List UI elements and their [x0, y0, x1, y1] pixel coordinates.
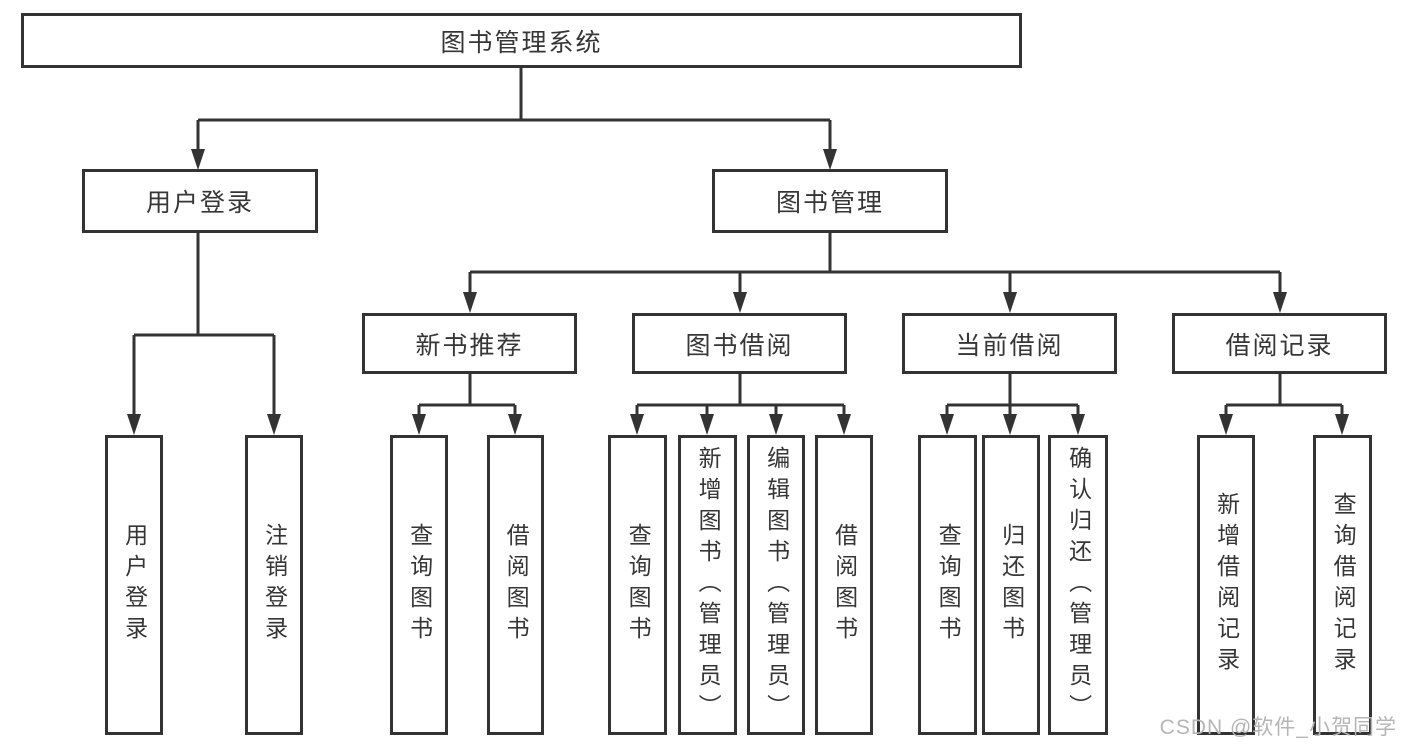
node-label: 查询图书 — [625, 523, 652, 647]
connector-root-to-level2 — [191, 68, 837, 170]
node-label: 归还图书 — [998, 523, 1025, 647]
arrowhead — [463, 292, 477, 313]
node-label: 借阅记录 — [1225, 331, 1334, 360]
leaf-br-add-record: 新增借阅记录 — [1197, 435, 1255, 735]
connector-user-login-children — [127, 233, 281, 435]
leaf-nbr-borrow-books: 借阅图书 — [487, 435, 544, 735]
arrowhead — [630, 414, 644, 435]
arrowhead — [769, 414, 783, 435]
leaf-bb-query-books: 查询图书 — [608, 435, 667, 735]
node-label: 编辑图书（管理员） — [763, 445, 790, 725]
leaf-bb-edit-books-admin: 编辑图书（管理员） — [747, 435, 805, 735]
arrowhead — [191, 149, 205, 170]
node-root: 图书管理系统 — [21, 13, 1022, 68]
arrowhead — [1335, 414, 1349, 435]
connector-borrow-records-children — [1219, 374, 1349, 435]
node-label: 用户登录 — [145, 189, 254, 217]
connector-current-borrow-children — [940, 374, 1085, 435]
node-label: 新增借阅记录 — [1213, 492, 1240, 678]
arrowhead — [508, 414, 522, 435]
node-book-management: 图书管理 — [712, 169, 948, 233]
node-current-borrow: 当前借阅 — [902, 313, 1117, 374]
arrowhead — [267, 414, 281, 435]
arrowhead — [127, 414, 141, 435]
arrowhead — [823, 149, 837, 170]
node-label: 注销登录 — [261, 523, 288, 647]
node-label: 图书管理系统 — [440, 28, 603, 57]
arrowhead — [837, 414, 851, 435]
arrowhead — [412, 414, 426, 435]
node-book-borrow: 图书借阅 — [632, 313, 847, 374]
node-label: 借阅图书 — [831, 523, 858, 647]
node-label: 图书管理 — [775, 189, 884, 217]
leaf-bb-borrow-books: 借阅图书 — [815, 435, 873, 735]
node-label: 当前借阅 — [955, 331, 1064, 360]
arrowhead — [1003, 414, 1017, 435]
node-label: 查询图书 — [935, 523, 962, 647]
arrowhead — [733, 292, 747, 313]
node-user-login: 用户登录 — [82, 169, 318, 233]
node-new-book-recommend: 新书推荐 — [362, 313, 577, 374]
connector-new-book-children — [412, 374, 522, 435]
node-label: 查询图书 — [406, 523, 433, 647]
connector-book-management-children — [463, 233, 1287, 313]
node-label: 新增图书（管理员） — [695, 445, 722, 725]
leaf-cb-query-books: 查询图书 — [918, 435, 977, 735]
leaf-logout: 注销登录 — [245, 435, 303, 735]
leaf-nbr-query-books: 查询图书 — [390, 435, 448, 735]
node-label: 查询借阅记录 — [1330, 492, 1357, 678]
arrowhead — [700, 414, 714, 435]
node-label: 用户登录 — [121, 523, 148, 647]
csdn-watermark: CSDN @软件_小贺同学 — [1159, 716, 1397, 739]
leaf-user-login: 用户登录 — [105, 435, 163, 735]
arrowhead — [1273, 292, 1287, 313]
node-label: 图书借阅 — [685, 331, 794, 360]
leaf-cb-return-books: 归还图书 — [982, 435, 1040, 735]
node-label: 新书推荐 — [415, 331, 524, 360]
arrowhead — [940, 414, 954, 435]
leaf-cb-confirm-return-admin: 确认归还（管理员） — [1048, 435, 1108, 735]
leaf-br-query-record: 查询借阅记录 — [1313, 435, 1372, 735]
arrowhead — [1219, 414, 1233, 435]
arrowhead — [1003, 292, 1017, 313]
connector-book-borrow-children — [630, 374, 851, 435]
leaf-bb-add-books-admin: 新增图书（管理员） — [678, 435, 737, 735]
arrowhead — [1071, 414, 1085, 435]
node-borrow-records: 借阅记录 — [1172, 313, 1387, 374]
node-label: 借阅图书 — [503, 523, 530, 647]
node-label: 确认归还（管理员） — [1065, 445, 1092, 725]
